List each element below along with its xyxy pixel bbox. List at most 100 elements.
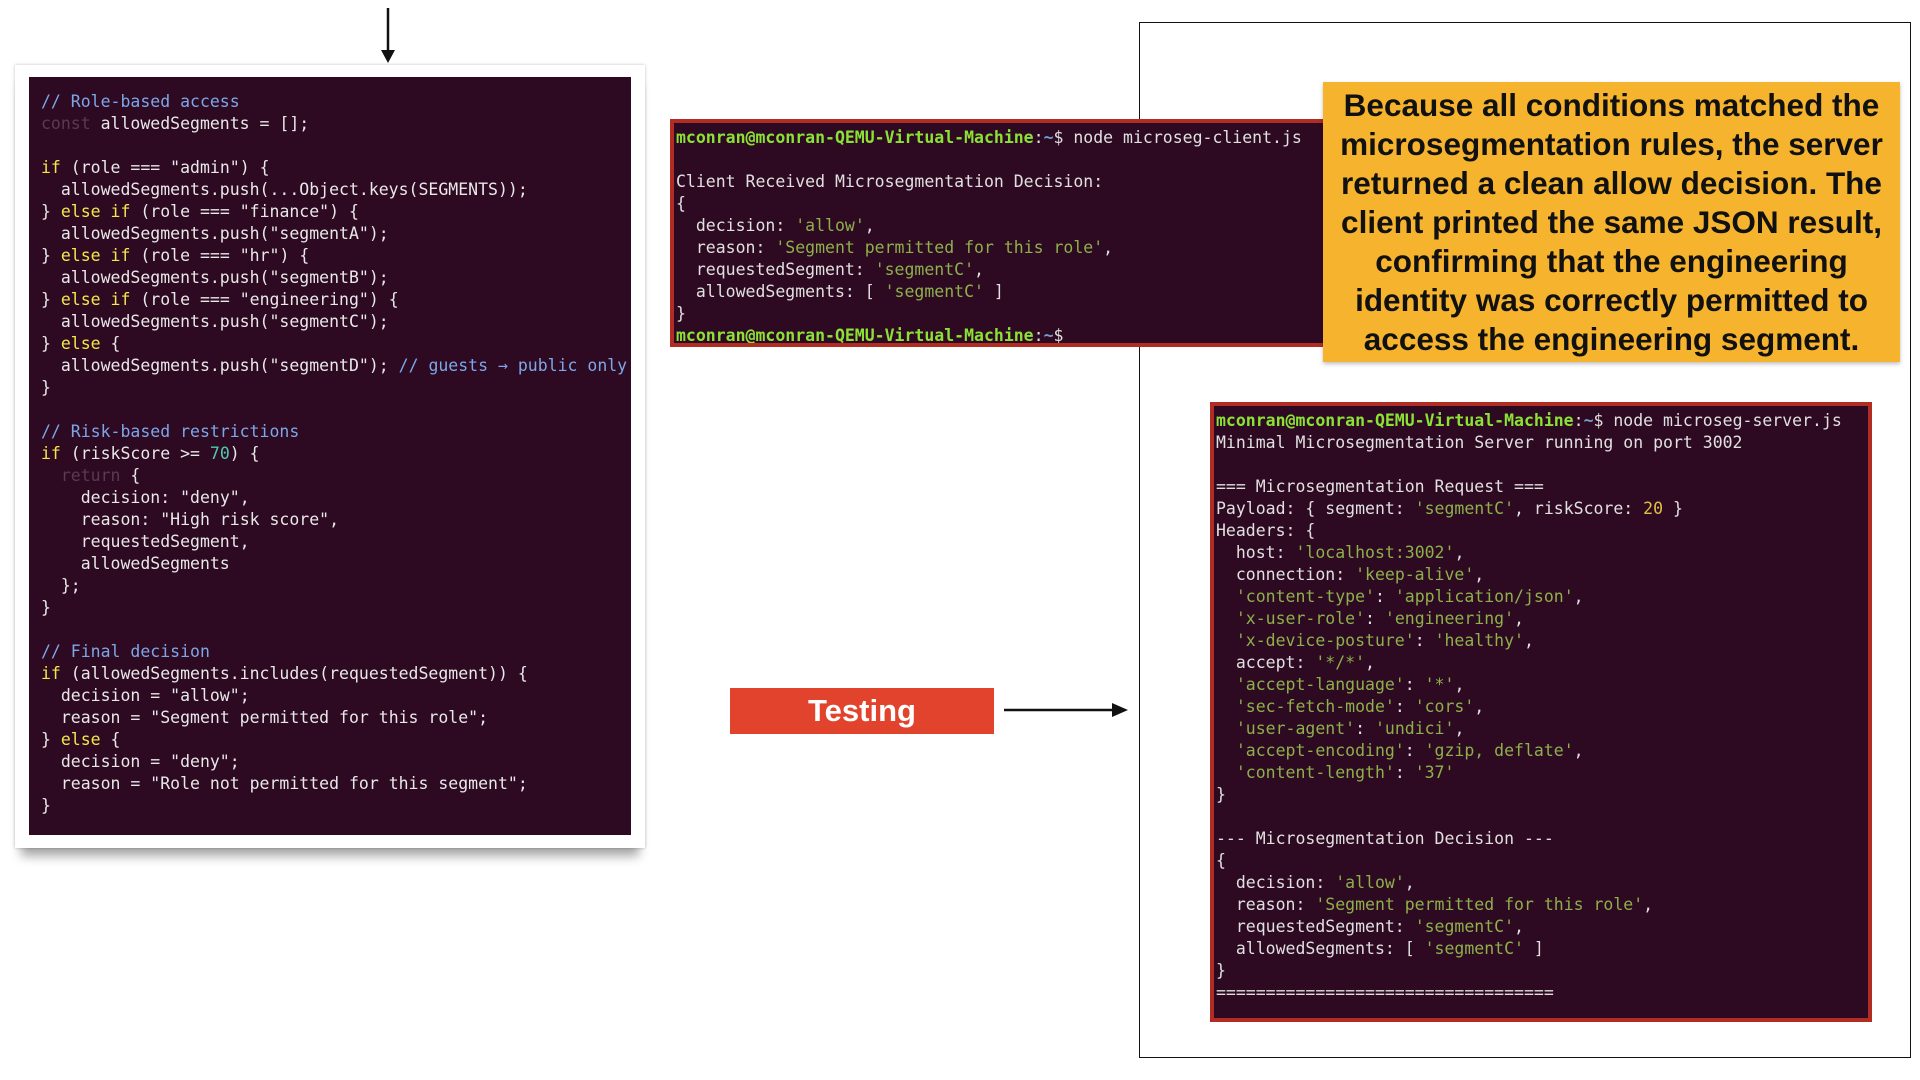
code-line (676, 149, 1328, 171)
code-token: decision: (1216, 873, 1336, 892)
code-token: { (676, 194, 686, 213)
code-token: 'segmentC' (1424, 939, 1524, 958)
code-token: Minimal Microsegmentation Server running… (1216, 433, 1743, 452)
code-token: 'sec-fetch-mode' (1216, 697, 1395, 716)
code-token: (role === (130, 202, 240, 221)
code-token: , (1454, 675, 1465, 694)
code-token: '*/*' (1315, 653, 1366, 672)
code-line: mconran@mconran-QEMU-Virtual-Machine:~$ … (1216, 410, 1868, 432)
code-token: "finance" (239, 202, 330, 221)
code-token: , (1643, 895, 1654, 914)
code-token: } (41, 796, 51, 815)
code-line: allowedSegments.push("segmentB"); (41, 267, 631, 289)
code-line: decision = "allow"; (41, 685, 631, 707)
code-line: 'sec-fetch-mode': 'cors', (1216, 696, 1868, 718)
testing-label-text: Testing (808, 693, 916, 728)
code-token: --- Microsegmentation Decision --- (1216, 829, 1554, 848)
code-token: 'segmentC' (874, 260, 975, 279)
code-line: // Risk-based restrictions (41, 421, 631, 443)
code-line: } (1216, 960, 1868, 982)
code-token: } (41, 334, 61, 353)
code-token: 'undici' (1374, 719, 1455, 738)
code-token: 20 (1643, 499, 1664, 518)
code-line: requestedSegment: 'segmentC', (676, 259, 1328, 281)
code-line: allowedSegments: [ 'segmentC' ] (676, 281, 1328, 303)
callout-text-after: decision. The client printed the same JS… (1341, 164, 1882, 357)
code-token: ] (1523, 939, 1544, 958)
code-token: 'healthy' (1434, 631, 1524, 650)
code-line: connection: 'keep-alive', (1216, 564, 1868, 586)
code-token: , (1474, 697, 1485, 716)
code-token: : (1374, 587, 1395, 606)
code-token: // Risk-based restrictions (41, 422, 300, 441)
code-token: allowedSegments (41, 554, 230, 573)
code-token: "segmentB" (269, 268, 369, 287)
callout-text-before: Because all conditions matched the micro… (1340, 86, 1883, 201)
code-token: Client Received Microsegmentation Decisi… (676, 172, 1104, 191)
code-token: (role === (130, 290, 240, 309)
code-token: ); (368, 312, 389, 331)
code-line: 'x-device-posture': 'healthy', (1216, 630, 1868, 652)
code-token: allowedSegments.push( (41, 312, 270, 331)
code-token: } (41, 290, 61, 309)
code-token: ; (229, 752, 240, 771)
code-token: , (1103, 238, 1114, 257)
code-token: mconran@mconran-QEMU-Virtual-Machine (1216, 411, 1574, 430)
code-line: allowedSegments.push("segmentA"); (41, 223, 631, 245)
code-line (41, 399, 631, 421)
explanation-callout: Because all conditions matched the micro… (1323, 82, 1900, 362)
code-token: } (676, 304, 686, 323)
code-line: if (role === "admin") { (41, 157, 631, 179)
code-token: requestedSegment: (676, 260, 875, 279)
code-token: , (974, 260, 984, 279)
code-line: decision: 'allow', (676, 215, 1328, 237)
code-token: === Microsegmentation Request === (1216, 477, 1544, 496)
code-token: accept: (1216, 653, 1316, 672)
code-token: } (1663, 499, 1683, 518)
code-token: "Segment permitted for this role" (150, 708, 479, 727)
code-token: : (1394, 697, 1415, 716)
code-token: 'x-device-posture' (1216, 631, 1415, 650)
code-token: '*' (1424, 675, 1455, 694)
code-line: // Role-based access (41, 91, 631, 113)
code-token: } (41, 598, 51, 617)
code-line (41, 135, 631, 157)
code-token: , (1573, 741, 1584, 760)
code-token: (allowedSegments.includes(requestedSegme… (60, 664, 528, 683)
code-token: 'allow' (1335, 873, 1405, 892)
code-token: allowedSegments.push( (41, 268, 270, 287)
code-line: reason: 'Segment permitted for this role… (676, 237, 1328, 259)
right-arrow-icon (1004, 703, 1128, 717)
code-token: else if (60, 290, 131, 309)
code-token: "deny" (170, 752, 230, 771)
code-token: "High risk score" (160, 510, 330, 529)
code-token: ) { (239, 158, 270, 177)
right-frame (1139, 22, 1911, 1058)
code-line: allowedSegments: [ 'segmentC' ] (1216, 938, 1868, 960)
code-token: : (1573, 411, 1584, 430)
code-token: } (41, 246, 61, 265)
code-line: decision = "deny"; (41, 751, 631, 773)
client-terminal-lines: mconran@mconran-QEMU-Virtual-Machine:~$ … (674, 123, 1328, 343)
code-token: allowedSegments.push(...Object.keys(SEGM… (41, 180, 528, 199)
code-token: }; (41, 576, 81, 595)
code-line: allowedSegments (41, 553, 631, 575)
code-line: Headers: { (1216, 520, 1868, 542)
code-line: } else { (41, 729, 631, 751)
code-token: : (1404, 741, 1425, 760)
code-token: requestedSegment: (1216, 917, 1415, 936)
code-line: host: 'localhost:3002', (1216, 542, 1868, 564)
code-token: } (41, 378, 51, 397)
code-token: 'keep-alive' (1355, 565, 1475, 584)
code-token: 'x-user-role' (1216, 609, 1366, 628)
code-token: 'segmentC' (1414, 917, 1515, 936)
code-line: decision: "deny", (41, 487, 631, 509)
code-line: 'x-user-role': 'engineering', (1216, 608, 1868, 630)
code-token: { (100, 730, 121, 749)
code-line: 'content-length': '37' (1216, 762, 1868, 784)
code-token: ); (368, 224, 389, 243)
code-line: }; (41, 575, 631, 597)
code-line: allowedSegments.push("segmentD"); // gue… (41, 355, 631, 377)
